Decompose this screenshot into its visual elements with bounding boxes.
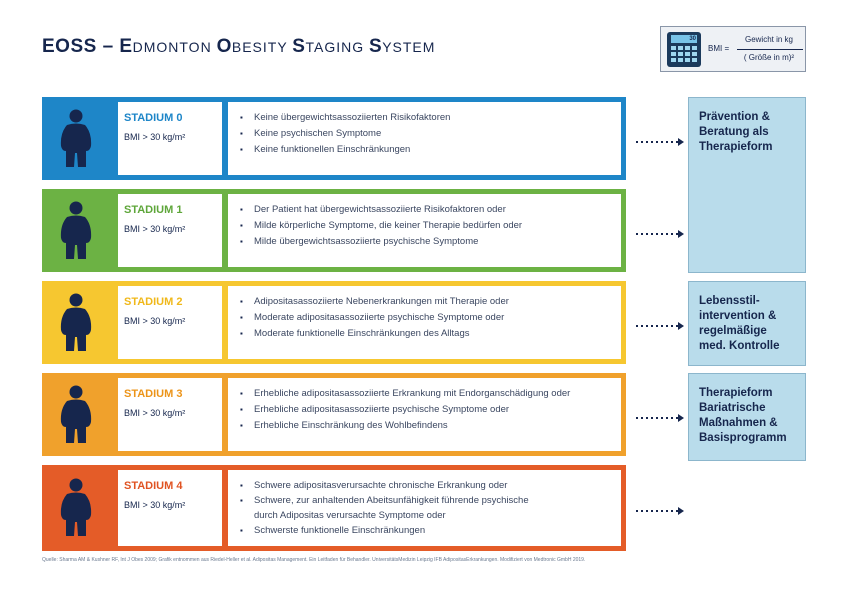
stage-label-box: STADIUM 1 BMI > 30 kg/m² [118, 194, 222, 267]
bmi-numerator: Gewicht in kg [744, 35, 794, 44]
stage-name: STADIUM 4 [124, 480, 183, 492]
criteria-item: durch Adipositas verursachte Symptome od… [254, 510, 446, 521]
title-part: BESITY [231, 39, 293, 55]
fraction-line [737, 49, 803, 50]
stage-name: STADIUM 2 [124, 296, 183, 308]
criteria-box: Adipositasassoziierte Nebenerkrankungen … [228, 286, 621, 359]
stage-bmi: BMI > 30 kg/m² [124, 132, 186, 142]
recommendation-line: Bariatrische [699, 402, 766, 414]
title-part: EOSS – E [42, 36, 133, 57]
title-part: YSTEM [382, 39, 436, 55]
recommendation-line: Maßnahmen & [699, 417, 778, 429]
criteria-item: Schwerste funktionelle Einschränkungen [240, 523, 621, 538]
criteria-item: Moderate adipositasassoziierte psychisch… [240, 310, 621, 326]
bmi-denominator: ( Größe in m)² [743, 53, 795, 62]
stage-bmi: BMI > 30 kg/m² [124, 408, 186, 418]
recommendation-line: intervention & [699, 310, 777, 322]
criteria-item: Milde körperliche Symptome, die keiner T… [240, 218, 621, 234]
criteria-item: Keine funktionellen Einschränkungen [240, 142, 621, 158]
dotted-arrow-icon [634, 503, 686, 515]
dotted-arrow-icon [634, 410, 686, 422]
title-part: O [216, 36, 232, 57]
person-icon [58, 109, 94, 174]
stage-row-0: STADIUM 0 BMI > 30 kg/m² Keine übergewicht… [42, 97, 626, 180]
stage-name: STADIUM 1 [124, 204, 183, 216]
criteria-item: Moderate funktionelle Einschränkungen de… [240, 326, 621, 342]
person-icon [58, 293, 94, 358]
stage-bmi: BMI > 30 kg/m² [124, 316, 186, 326]
dotted-arrow-icon [634, 134, 686, 146]
recommendation-line: regelmäßige [699, 325, 767, 337]
bmi-formula-box: 30 BMI = Gewicht in kg ( Größe in m)² [660, 26, 806, 72]
stage-row-1: STADIUM 1 BMI > 30 kg/m² Der Patient hat ü… [42, 189, 626, 272]
recommendation-line: Lebensstil- [699, 295, 760, 307]
criteria-item: Der Patient hat übergewichtsassoziierte … [240, 202, 621, 218]
stage-row-2: STADIUM 2 BMI > 30 kg/m² Adipositasassozii… [42, 281, 626, 364]
stage-label-box: STADIUM 3 BMI > 30 kg/m² [118, 378, 222, 451]
calculator-display: 30 [671, 35, 697, 43]
criteria-box: Schwere adipositasverursachte chronische… [228, 470, 621, 546]
stage-row-3: STADIUM 3 BMI > 30 kg/m² Erhebliche adipos… [42, 373, 626, 456]
page-title: EOSS – EDMONTON OBESITY STAGING SYSTEM [42, 36, 435, 58]
criteria-box: Erhebliche adipositasassoziierte Erkrank… [228, 378, 621, 451]
recommendation-box-1: Lebensstil-intervention & regelmäßige med.… [688, 281, 806, 366]
bmi-label: BMI = [708, 44, 730, 53]
criteria-item: Erhebliche Einschränkung des Wohlbefinde… [240, 418, 621, 434]
title-part: S [369, 36, 383, 57]
recommendation-line: Therapieform [699, 387, 773, 399]
criteria-item: Schwere adipositasverursachte chronische… [240, 478, 621, 493]
stage-bmi: BMI > 30 kg/m² [124, 224, 186, 234]
recommendation-line: Therapieform [699, 141, 773, 153]
person-icon [58, 478, 94, 543]
stage-bmi: BMI > 30 kg/m² [124, 500, 186, 510]
dotted-arrow-icon [634, 318, 686, 330]
title-part: DMONTON [132, 39, 217, 55]
recommendation-line: Beratung als [699, 126, 769, 138]
dotted-arrow-icon [634, 226, 686, 238]
recommendation-line: med. Kontrolle [699, 340, 780, 352]
recommendation-line: Basisprogramm [699, 432, 787, 444]
stage-label-box: STADIUM 2 BMI > 30 kg/m² [118, 286, 222, 359]
criteria-item: Adipositasassoziierte Nebenerkrankungen … [240, 294, 621, 310]
criteria-item: Keine psychischen Symptome [240, 126, 621, 142]
stage-name: STADIUM 0 [124, 112, 183, 124]
criteria-item: Schwere, zur anhaltenden Abeitsunfähigke… [240, 493, 621, 508]
recommendation-line: Prävention & [699, 111, 770, 123]
criteria-box: Der Patient hat übergewichtsassoziierte … [228, 194, 621, 267]
criteria-item: Keine übergewichtsassoziierten Risikofak… [240, 110, 621, 126]
title-part: S [292, 36, 306, 57]
source-footnote: Quelle: Sharma AM & Kushner RF, Int J Ob… [42, 557, 586, 563]
criteria-item: Milde übergewichtsassoziierte psychische… [240, 234, 621, 250]
calculator-icon: 30 [667, 32, 701, 67]
stage-label-box: STADIUM 4 BMI > 30 kg/m² [118, 470, 222, 546]
person-icon [58, 385, 94, 450]
criteria-item: Erhebliche adipositasassoziierte psychis… [240, 402, 621, 418]
stage-row-4: STADIUM 4 BMI > 30 kg/m² Schwere adiposita… [42, 465, 626, 551]
criteria-item: Erhebliche adipositasassoziierte Erkrank… [240, 386, 621, 402]
title-part: TAGING [305, 39, 370, 55]
stage-name: STADIUM 3 [124, 388, 183, 400]
stage-label-box: STADIUM 0 BMI > 30 kg/m² [118, 102, 222, 175]
person-icon [58, 201, 94, 266]
criteria-box: Keine übergewichtsassoziierten Risikofak… [228, 102, 621, 175]
